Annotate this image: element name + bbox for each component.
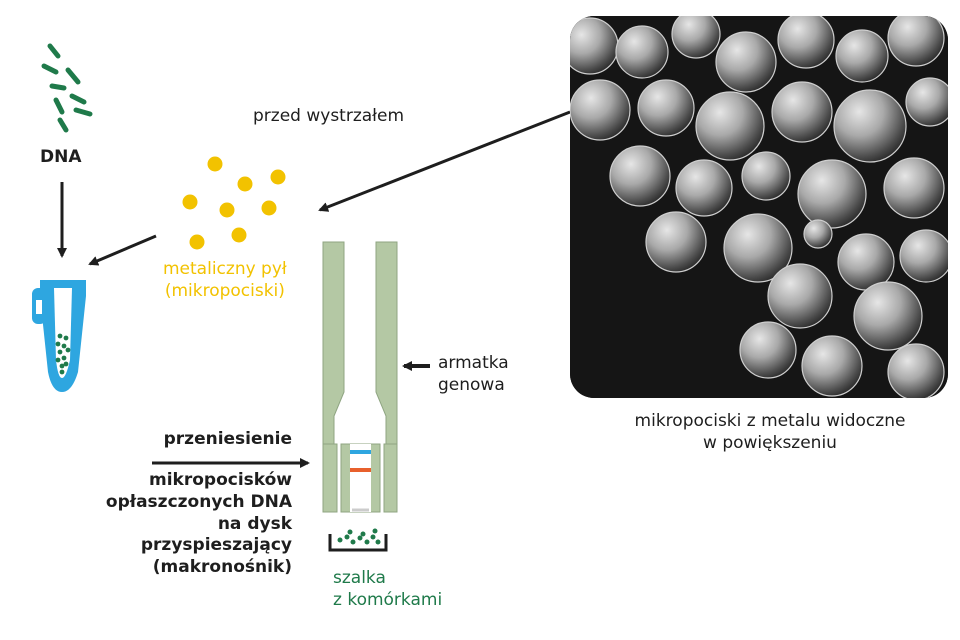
gene-gun-label-line-1: armatka bbox=[438, 353, 509, 373]
transfer-desc-line-5: (makronośnik) bbox=[152, 557, 292, 577]
gun-bore-lower bbox=[350, 444, 371, 512]
dish-label-line-2: z komórkami bbox=[333, 590, 443, 611]
metal-dust-label: metaliczny pył (mikropociski) bbox=[163, 258, 287, 302]
gene-gun-label-line-2: genowa bbox=[438, 375, 505, 396]
transfer-description-label: mikropocisków opłaszczonych DNA na dysk … bbox=[90, 470, 292, 579]
arrow-dust-to-tube bbox=[88, 234, 157, 266]
photo-caption-line-1: mikropociski z metalu widoczne bbox=[634, 411, 906, 431]
transfer-title-label: przeniesienie bbox=[163, 429, 292, 449]
microprojectiles-photo-caption: mikropociski z metalu widoczne w powięks… bbox=[610, 410, 930, 454]
gene-gun-label: armatka genowa bbox=[438, 352, 509, 396]
dish-label: szalka z komórkami bbox=[333, 567, 442, 611]
metal-dust-particles bbox=[182, 156, 286, 250]
metal-dust-label-line-2: (mikropociski) bbox=[164, 281, 285, 302]
transfer-desc-line-2: opłaszczonych DNA bbox=[105, 491, 292, 512]
gene-gun-icon bbox=[322, 241, 398, 513]
dna-label: DNA bbox=[40, 147, 82, 167]
metal-dust-label-line-1: metaliczny pył bbox=[163, 259, 287, 279]
photo-caption-line-2: w powiększeniu bbox=[703, 433, 837, 454]
dna-strands-icon bbox=[41, 43, 93, 133]
transfer-desc-line-3: na dysk bbox=[217, 513, 292, 534]
transfer-desc-line-4: przyspieszający bbox=[140, 535, 292, 556]
eppendorf-tube-icon bbox=[32, 280, 86, 392]
dish-label-line-1: szalka bbox=[333, 568, 386, 588]
transfer-desc-line-1: mikropocisków bbox=[148, 470, 292, 490]
petri-dish-icon bbox=[328, 528, 388, 552]
sem-microprojectiles-photo bbox=[570, 16, 948, 398]
before-shot-label: przed wystrzałem bbox=[253, 106, 405, 126]
arrow-photo-to-dust bbox=[318, 110, 571, 212]
